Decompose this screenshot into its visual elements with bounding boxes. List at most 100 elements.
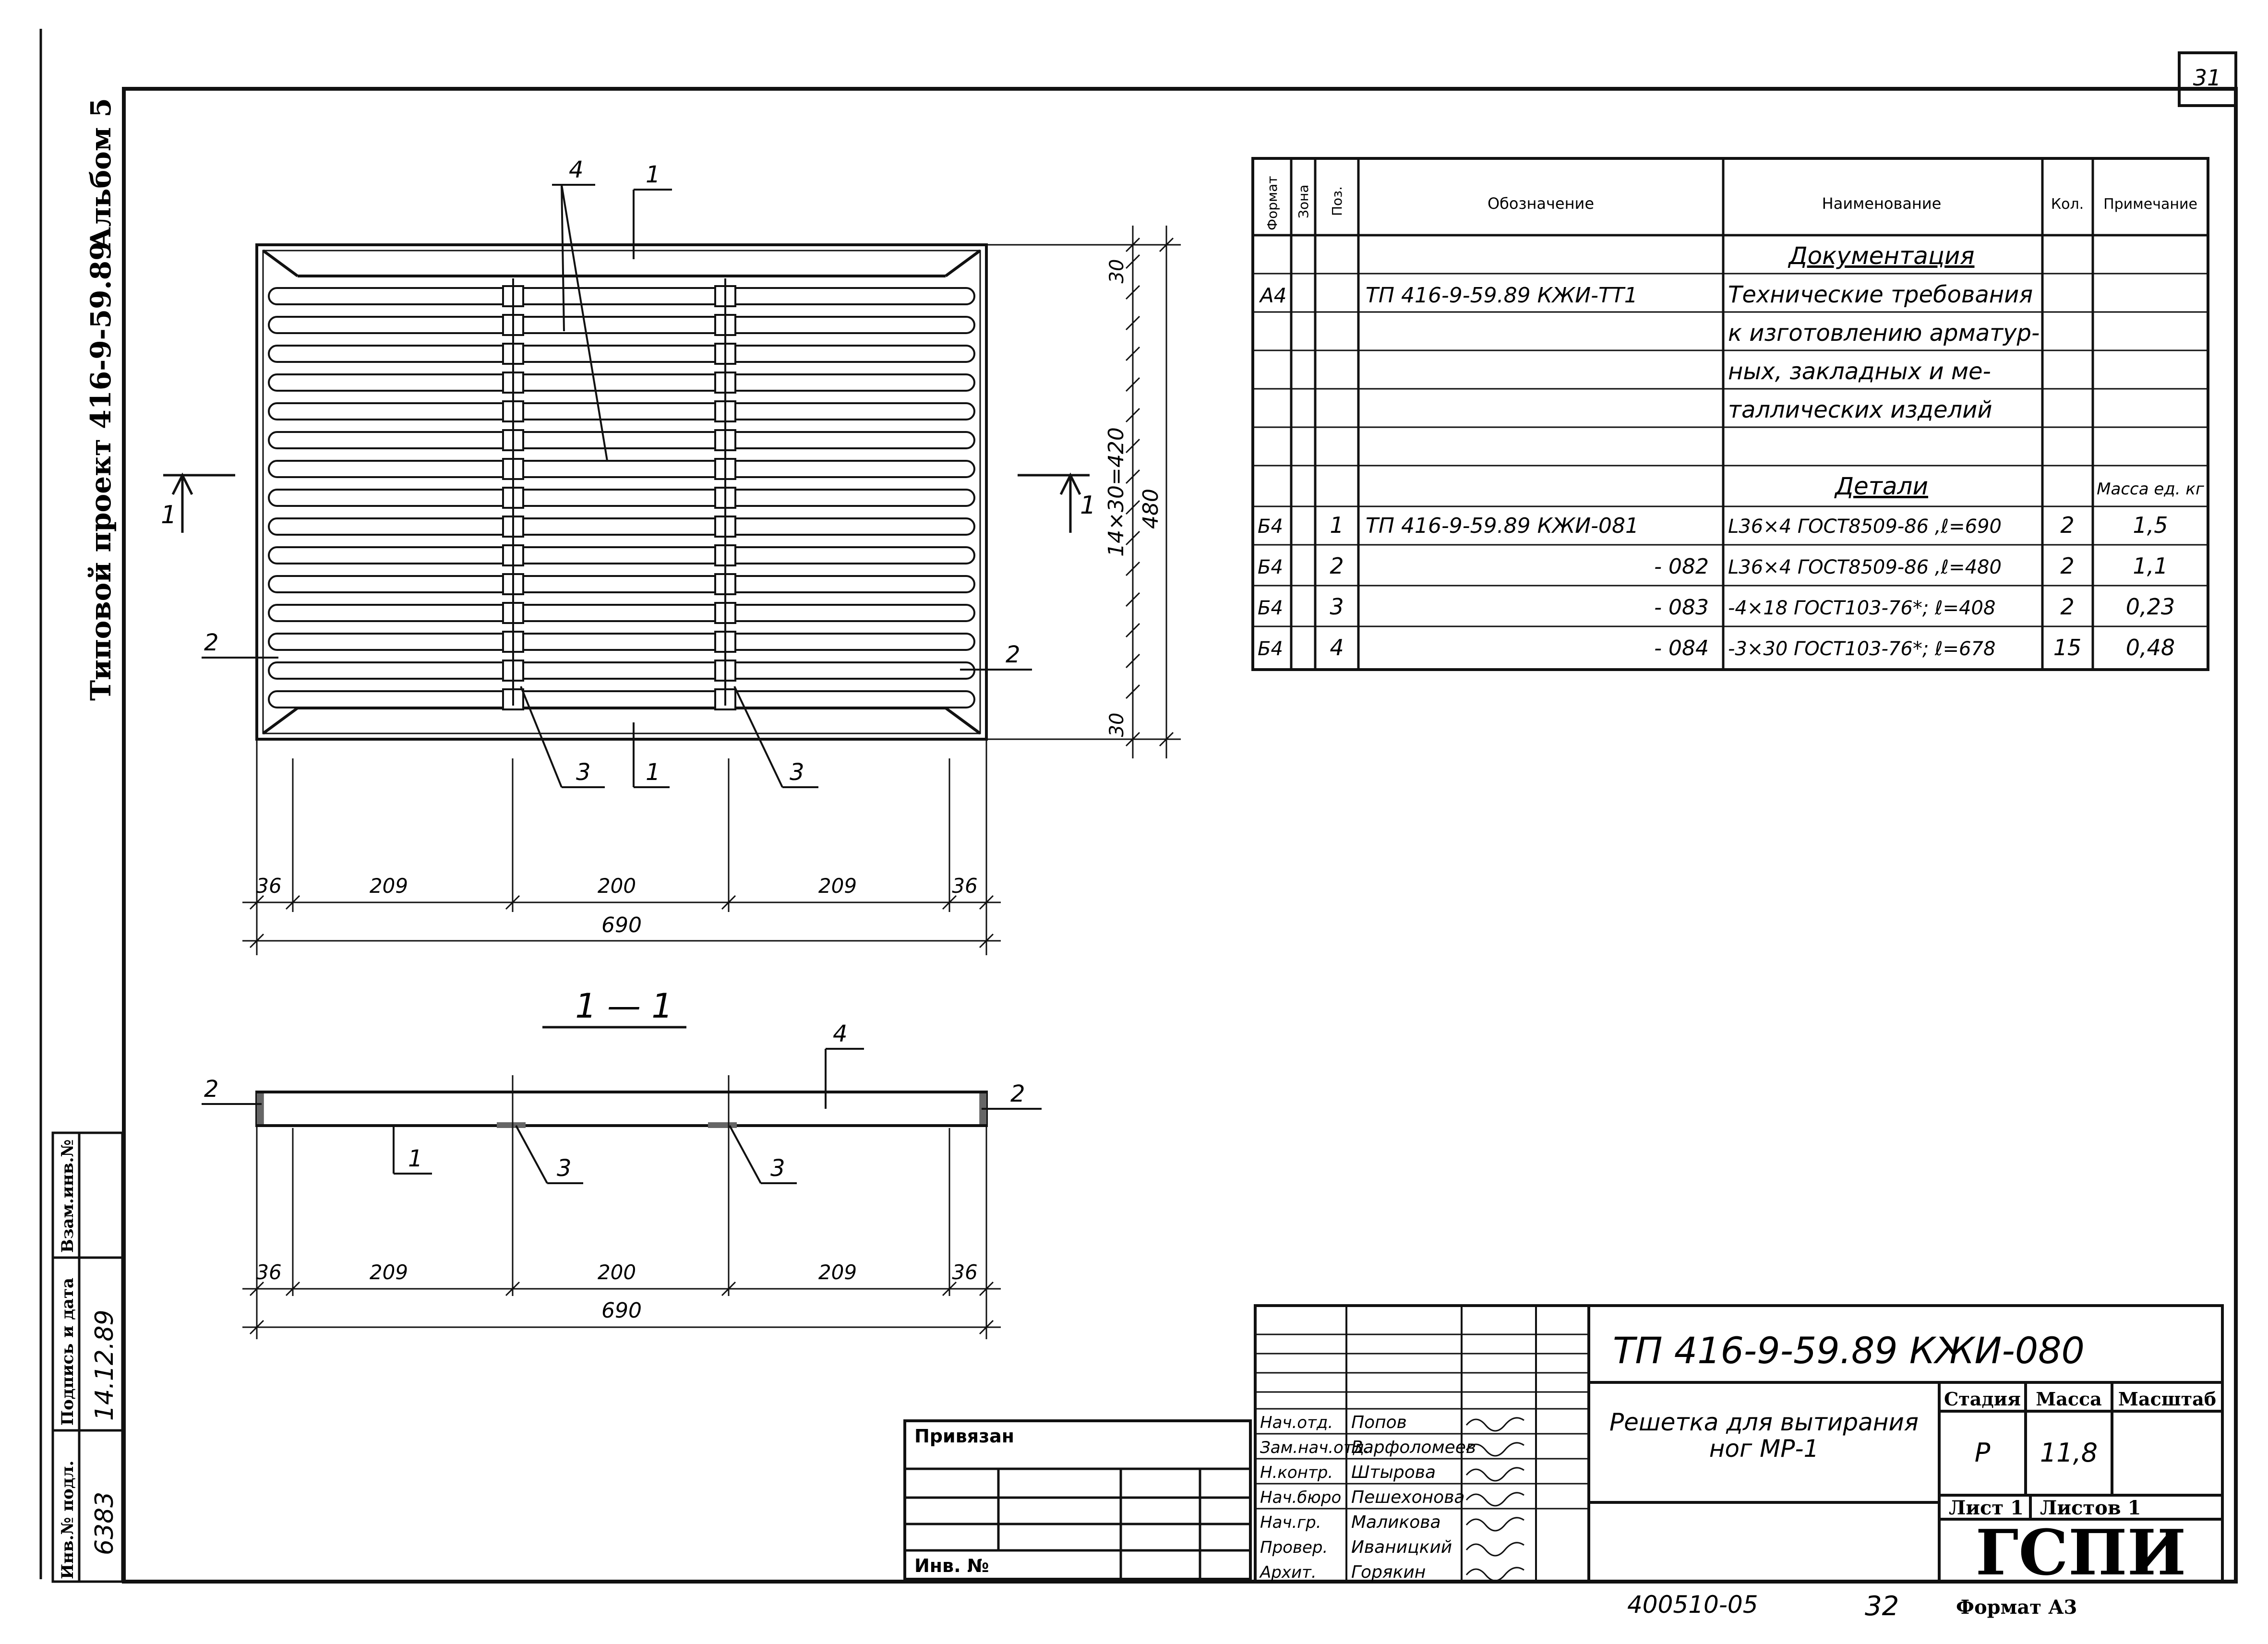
dim-tick [1125,408,1140,423]
flat-bar [268,546,975,564]
plan-crossbars [502,278,736,710]
dim-tick [1125,346,1140,361]
title-block: Нач.отд.ПоповЗам.нач.отд.ВарфоломеевН.ко… [1254,1304,2224,1589]
signature-scribble [1465,1542,1524,1557]
dim-tick [979,1281,994,1296]
row-name: L36×4 ГОСТ8509-86 ,ℓ=480 [1728,556,2002,578]
callout-pos1-bottom: 1 [646,759,660,786]
org-name: ГСПИ [1976,1516,2186,1589]
row-qty: 2 [2060,594,2074,620]
plan-outer-frame [255,243,988,741]
plan-callout-lines [202,184,1032,788]
bottom-dimension-lines [242,739,1001,955]
callout-pos2-right: 2 [1006,641,1020,668]
section-mark-right: 1 [1080,491,1096,520]
row-pos: 2 [1330,553,1344,579]
sig-role: Нач.гр. [1260,1513,1321,1532]
binding-inv-label: Инв. № [914,1555,989,1576]
dim-right-total: 480 [1139,489,1163,529]
dim-tick [979,1320,994,1335]
hdr-name: Наименование [1822,194,1942,213]
flat-bar [268,489,975,507]
row-mass: 0,48 [2126,635,2175,660]
corner-diagonal [262,249,299,277]
side-sign-value: 14.12.89 [90,1309,119,1421]
flat-bar [268,431,975,449]
flat-bar [268,661,975,680]
section-cut-markers [163,472,1090,533]
dim-tick [1159,237,1174,252]
signature-grid [1345,1306,1537,1582]
row-name: -4×18 ГОСТ103-76*; ℓ=408 [1728,597,1995,619]
flat-bar [268,460,975,478]
row-pos: 4 [1330,635,1344,660]
dim-36-left: 36 [256,874,281,898]
dim-tick [1125,592,1140,607]
section-dimension-ticks [249,1281,994,1335]
sec-dim-690: 690 [601,1298,642,1323]
side-inv-value: 6383 [90,1492,119,1555]
scale-label: Масштаб [2118,1388,2216,1410]
dim-tick [1125,530,1140,546]
row-pos: 1 [1330,512,1344,538]
page-number-box [2178,51,2237,107]
sec-callout-pos2-left: 2 [204,1076,219,1103]
footer-archive: 400510-05 [1627,1591,1758,1619]
dim-tick [1125,623,1140,638]
side-project-label: Типовой проект 416-9-59.89 [84,241,117,701]
hdr-pos: Поз. [1329,186,1345,216]
doc-format: А4 [1259,284,1286,307]
dim-tick [721,1281,736,1296]
sec-callout-pos3-left: 3 [557,1155,572,1182]
side-inv-label: Инв.№ подл. [58,1461,77,1579]
sig-role: Архит. [1259,1563,1317,1582]
spec-table: Формат Зона Поз. Обозначение Наименовани… [1251,157,2209,671]
sec-dim-200: 200 [598,1260,636,1284]
dim-tick [1125,285,1140,300]
dim-209-right: 209 [818,874,857,898]
plan-inner-frame [262,250,981,734]
dim-tick [1125,653,1140,669]
section-documentation: Документация [1788,242,1975,270]
row-mass: 0,23 [2126,594,2175,620]
sig-name: Варфоломеев [1351,1438,1476,1457]
sec-callout-pos4: 4 [833,1020,848,1047]
sig-role: Нач.отд. [1260,1413,1333,1432]
doc-name-line2: к изготовлению арматур- [1728,320,2040,347]
sig-name: Иваницкий [1351,1537,1452,1557]
signature-scribble [1465,1517,1524,1532]
dim-200: 200 [598,874,636,898]
doc-name-line1: Технические требования [1728,281,2033,308]
sec-callout-pos1: 1 [408,1145,423,1172]
section-dimension-lines [242,1075,1001,1339]
dim-tick [1125,254,1140,269]
flat-bar [268,517,975,536]
signature-rows: Нач.отд.ПоповЗам.нач.отд.ВарфоломеевН.ко… [1259,1413,1524,1582]
dim-tick [249,1320,264,1335]
plan-bars [268,287,975,708]
dim-tick [505,1281,520,1296]
flat-bar [268,575,975,593]
side-sign-label: Подпись и дата [58,1278,77,1426]
flat-bar [268,402,975,420]
signature-scribble [1465,1467,1524,1482]
spec-row-lines [1253,273,2208,627]
doc-name-line3: ных, закладных и ме- [1728,358,1991,385]
side-replace-label: Взам.инв.№ [58,1140,77,1253]
row-designation: - 082 [1654,554,1709,579]
right-dimension-lines [980,226,1181,758]
sig-role: Зам.нач.отд. [1260,1438,1369,1457]
stage-label: Стадия [1944,1388,2021,1410]
binding-box: Привязан Инв. № [903,1419,1252,1581]
flat-bar [268,345,975,363]
sig-name: Попов [1351,1413,1407,1432]
dim-690: 690 [601,913,642,937]
dim-209-left: 209 [370,874,408,898]
signature-scribble [1465,1492,1524,1507]
sheets-label: Листов 1 [2040,1497,2141,1519]
mass-header: Масса ед. кг [2097,480,2205,499]
title-code: ТП 416-9-59.89 КЖИ-080 [1613,1329,2085,1372]
